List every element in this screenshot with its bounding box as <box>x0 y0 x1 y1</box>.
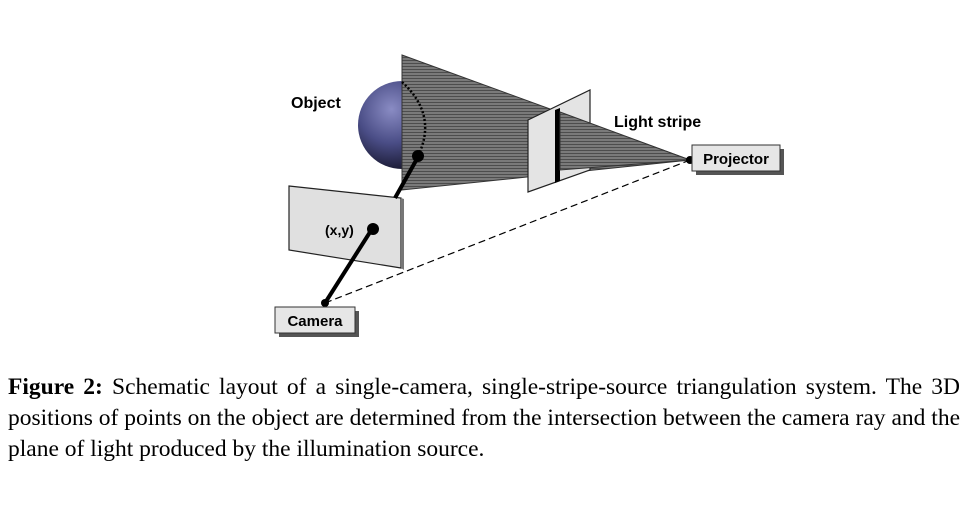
light-stripe-label: Light stripe <box>614 114 701 131</box>
light-wedge-through <box>559 111 691 171</box>
camera-point <box>321 299 329 307</box>
object-label: Object <box>291 95 341 112</box>
light-contour <box>401 81 427 157</box>
image-point-label: (x,y) <box>325 222 354 238</box>
image-point <box>367 223 379 235</box>
triangulation-diagram: Projector Camera Object Light stripe (x,… <box>274 54 784 337</box>
figure-caption: Figure 2: Schematic layout of a single-c… <box>8 372 960 465</box>
light-stripe-plane-shadow <box>555 108 560 183</box>
projector-label: Projector <box>703 151 769 168</box>
projector-box <box>691 144 781 172</box>
caption-text: Schematic layout of a single-camera, sin… <box>8 374 961 462</box>
camera-label: Camera <box>287 313 343 330</box>
camera-ray-lower <box>323 227 374 305</box>
caption-label: Figure 2: <box>8 374 103 400</box>
image-plane-shadow <box>401 198 404 270</box>
camera-ray-upper <box>393 156 420 199</box>
camera-box <box>274 306 356 334</box>
object-point <box>412 150 424 162</box>
